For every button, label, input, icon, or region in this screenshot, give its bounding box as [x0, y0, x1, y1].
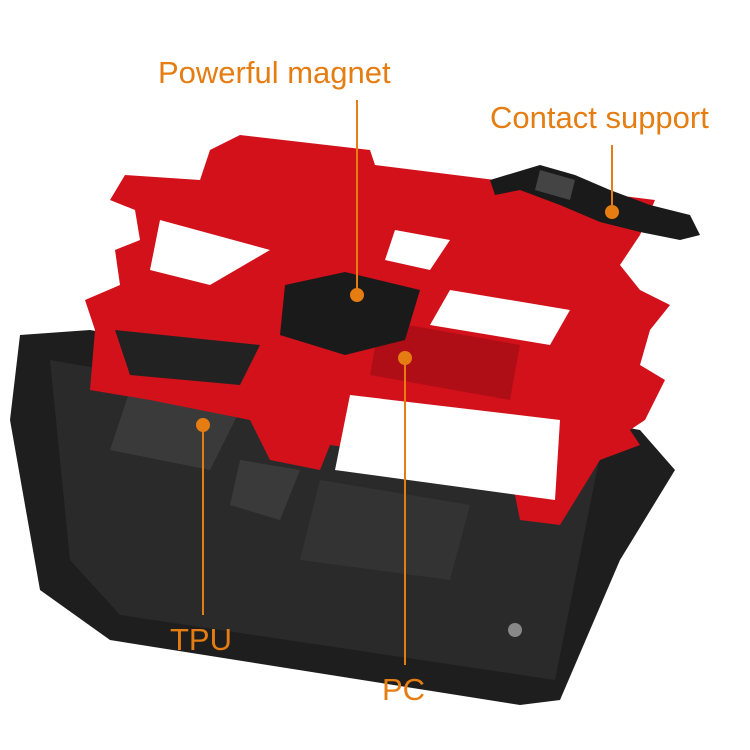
label-contact-support: Contact support — [490, 100, 709, 135]
label-tpu: TPU — [170, 622, 232, 657]
contact-support-part — [490, 165, 700, 240]
callouts — [196, 100, 619, 665]
label-pc: PC — [382, 672, 426, 707]
pc-frame — [85, 135, 670, 525]
label-powerful-magnet: Powerful magnet — [158, 55, 391, 90]
magnet — [280, 272, 420, 355]
